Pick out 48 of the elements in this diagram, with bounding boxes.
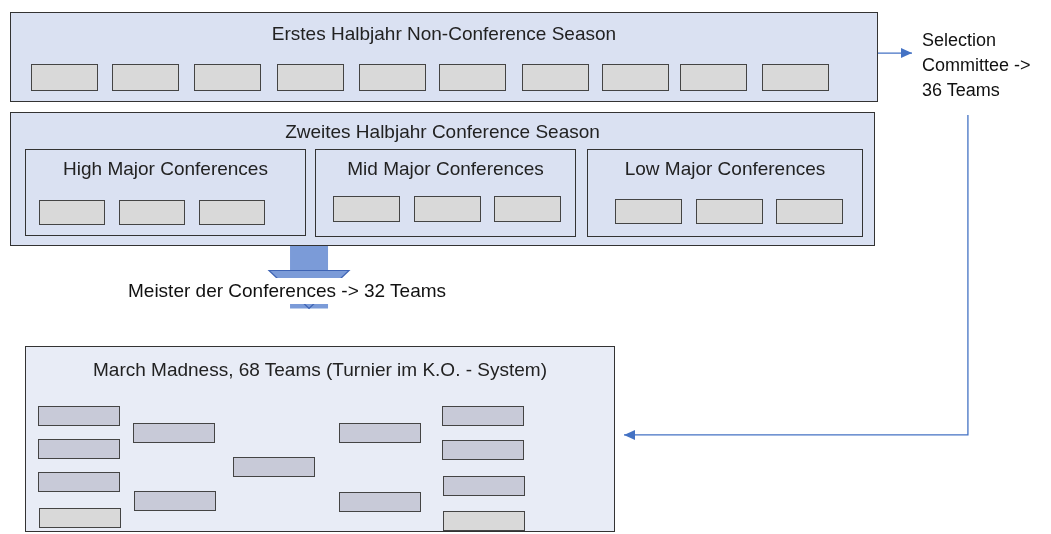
group-title: Low Major Conferences — [623, 158, 827, 180]
group-panel — [10, 112, 875, 246]
team-box — [277, 64, 344, 91]
team-box — [194, 64, 261, 91]
team-box — [776, 199, 843, 224]
team-box — [133, 423, 215, 443]
team-box — [199, 200, 265, 225]
block-arrow — [268, 246, 350, 310]
team-box — [38, 439, 120, 459]
team-box — [439, 64, 506, 91]
team-box — [762, 64, 829, 91]
team-box — [442, 440, 524, 460]
group-panel — [25, 346, 615, 532]
arrow — [877, 48, 913, 59]
group-panel — [315, 149, 576, 237]
team-box — [233, 457, 315, 477]
team-box — [38, 472, 120, 492]
team-box — [359, 64, 426, 91]
group-title: Mid Major Conferences — [346, 158, 545, 180]
team-box — [112, 64, 179, 91]
team-box — [522, 64, 589, 91]
team-box — [339, 423, 421, 443]
team-box — [615, 199, 682, 224]
group-title: March Madness, 68 Teams (Turnier im K.O. - System) — [92, 359, 548, 381]
team-box — [333, 196, 400, 222]
team-box — [442, 406, 524, 426]
team-box — [339, 492, 421, 512]
team-box — [134, 491, 216, 511]
team-box — [39, 200, 105, 225]
team-box — [31, 64, 98, 91]
group-title: Erstes Halbjahr Non-Conference Season — [270, 23, 618, 45]
group-panel — [25, 149, 306, 236]
team-box — [38, 406, 120, 426]
team-box — [494, 196, 561, 222]
team-box — [443, 511, 525, 531]
team-box — [602, 64, 669, 91]
arrow — [623, 114, 969, 440]
team-box — [696, 199, 763, 224]
team-box — [443, 476, 525, 496]
group-title: Zweites Halbjahr Conference Season — [284, 121, 601, 143]
team-box — [414, 196, 481, 222]
group-panel — [587, 149, 863, 237]
team-box — [119, 200, 185, 225]
annotation-text: Selection Committee -> 36 Teams — [922, 28, 1034, 108]
group-panel — [10, 12, 878, 102]
group-title: High Major Conferences — [62, 158, 269, 180]
team-box — [39, 508, 121, 528]
team-box — [680, 64, 747, 91]
